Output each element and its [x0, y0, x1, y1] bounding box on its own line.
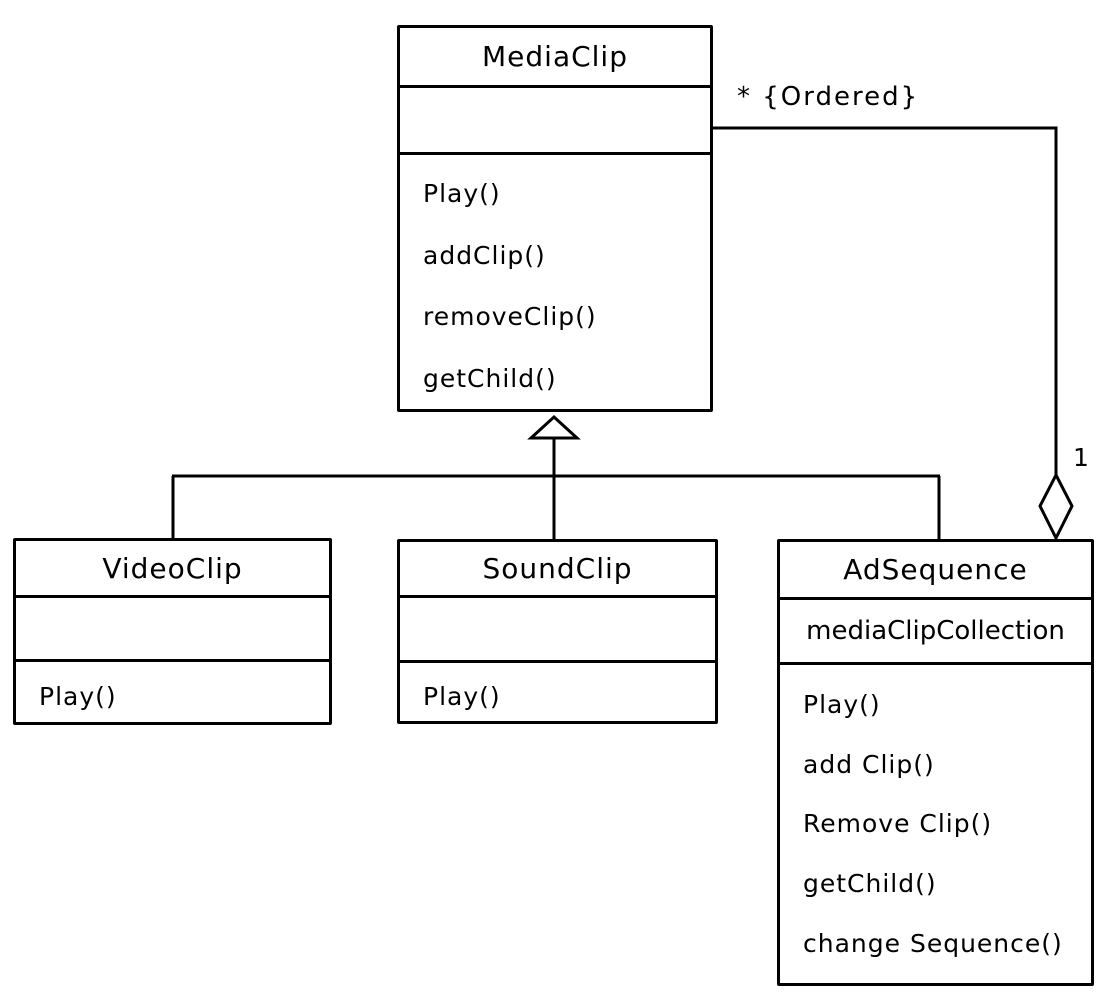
aggregation-line — [711, 126, 1058, 476]
method-item: add Clip() — [803, 749, 935, 779]
class-title: AdSequence — [780, 542, 1091, 600]
class-title: MediaClip — [400, 28, 710, 88]
method-item: Play() — [39, 681, 117, 711]
class-title: VideoClip — [16, 541, 329, 598]
method-item: getChild() — [803, 869, 937, 899]
class-box-videoclip: VideoClip Play() — [13, 538, 332, 725]
class-methods: Play() — [16, 662, 329, 722]
class-title: SoundClip — [400, 542, 715, 598]
method-item: Play() — [803, 690, 881, 720]
class-box-mediaclip: MediaClip Play() addClip() removeClip() … — [397, 25, 713, 412]
method-item: Play() — [423, 681, 501, 711]
method-item: addClip() — [423, 240, 546, 270]
class-methods: Play() — [400, 663, 715, 721]
class-attributes-empty — [400, 88, 710, 155]
class-attributes-empty — [400, 598, 715, 663]
method-item: Remove Clip() — [803, 809, 993, 839]
class-methods: Play() addClip() removeClip() getChild() — [400, 155, 710, 409]
method-item: Play() — [423, 179, 501, 209]
class-box-adsequence: AdSequence mediaClipCollection Play() ad… — [777, 539, 1094, 986]
multiplicity-ordered-label: * {Ordered} — [737, 82, 920, 112]
class-attributes-empty — [16, 598, 329, 662]
method-item: change Sequence() — [803, 928, 1063, 958]
method-item: removeClip() — [423, 302, 597, 332]
class-methods: Play() add Clip() Remove Clip() getChild… — [780, 665, 1091, 983]
class-box-soundclip: SoundClip Play() — [397, 539, 718, 724]
class-attribute-mediaclipcollection: mediaClipCollection — [780, 600, 1091, 665]
generalization-triangle-icon — [527, 414, 581, 440]
aggregation-diamond-icon — [1038, 471, 1074, 542]
multiplicity-one-label: 1 — [1073, 443, 1091, 472]
method-item: getChild() — [423, 363, 557, 393]
